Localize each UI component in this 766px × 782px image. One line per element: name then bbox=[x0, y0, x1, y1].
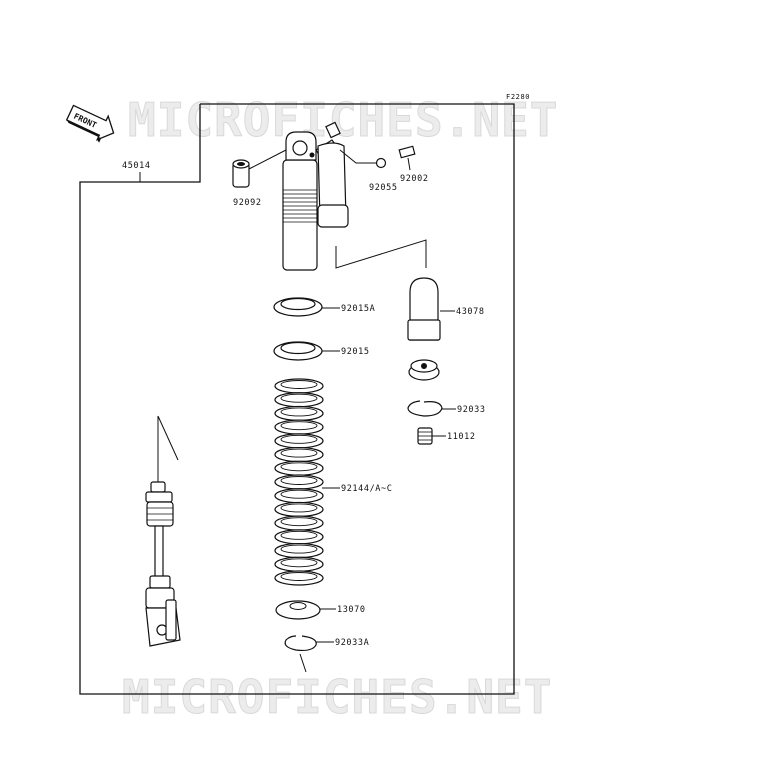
watermark-top: MICROFICHES.NET bbox=[128, 93, 558, 147]
spring-coil-inner bbox=[280, 503, 318, 513]
shock-body bbox=[282, 121, 349, 271]
part-92015A[interactable]: 92015A bbox=[273, 297, 375, 317]
spring-coil-inner bbox=[280, 462, 318, 472]
spring-coil-inner bbox=[280, 544, 318, 554]
part-92015[interactable]: 92015 bbox=[273, 341, 370, 361]
spring-coil-inner bbox=[280, 434, 318, 444]
part-92055[interactable]: 92055 bbox=[339, 149, 398, 193]
figure-code: F2280 bbox=[506, 93, 530, 101]
part-92092[interactable]: 92092 bbox=[232, 149, 287, 208]
part-13070[interactable]: 13070 bbox=[275, 600, 366, 620]
label-45014: 45014 bbox=[122, 161, 151, 171]
spring-coil-inner bbox=[280, 476, 318, 485]
label-11012: 11012 bbox=[447, 432, 476, 442]
label-92033: 92033 bbox=[457, 405, 486, 415]
label-92092: 92092 bbox=[233, 198, 262, 208]
damper-rod-assembly bbox=[145, 415, 181, 647]
part-11012[interactable]: 11012 bbox=[417, 427, 476, 445]
assembly-border bbox=[79, 103, 515, 695]
label-13070: 13070 bbox=[337, 605, 366, 615]
spring-coil-inner bbox=[280, 489, 318, 499]
part-92033[interactable]: 92033 bbox=[407, 400, 486, 417]
part-92033A[interactable]: 92033A bbox=[284, 635, 369, 673]
reservoir-cap bbox=[408, 359, 440, 381]
spring-coil-inner bbox=[280, 530, 318, 540]
spring-coil-inner bbox=[280, 393, 318, 403]
part-43078[interactable]: 43078 bbox=[407, 277, 485, 341]
spring-coil-inner bbox=[280, 448, 318, 458]
label-92015: 92015 bbox=[341, 347, 370, 357]
spring-coil-inner bbox=[280, 558, 318, 568]
label-92002: 92002 bbox=[400, 174, 429, 184]
label-92033A: 92033A bbox=[335, 638, 369, 648]
spring-coil-inner bbox=[280, 421, 318, 431]
front-arrow-icon: FRONT bbox=[65, 104, 115, 143]
label-92144: 92144/A~C bbox=[341, 484, 392, 494]
spring-coil-inner bbox=[280, 572, 318, 581]
spring-coil-inner bbox=[280, 407, 318, 417]
part-92002[interactable]: 92002 bbox=[398, 145, 429, 184]
spring-coil-inner bbox=[280, 380, 318, 389]
spring-coil-inner bbox=[280, 517, 318, 527]
leader-bracket bbox=[335, 239, 427, 269]
label-43078: 43078 bbox=[456, 307, 485, 317]
label-92015A: 92015A bbox=[341, 304, 375, 314]
watermark-bottom: MICROFICHES.NET bbox=[122, 670, 552, 724]
part-92144[interactable] bbox=[274, 378, 324, 586]
label-92055: 92055 bbox=[369, 183, 398, 193]
